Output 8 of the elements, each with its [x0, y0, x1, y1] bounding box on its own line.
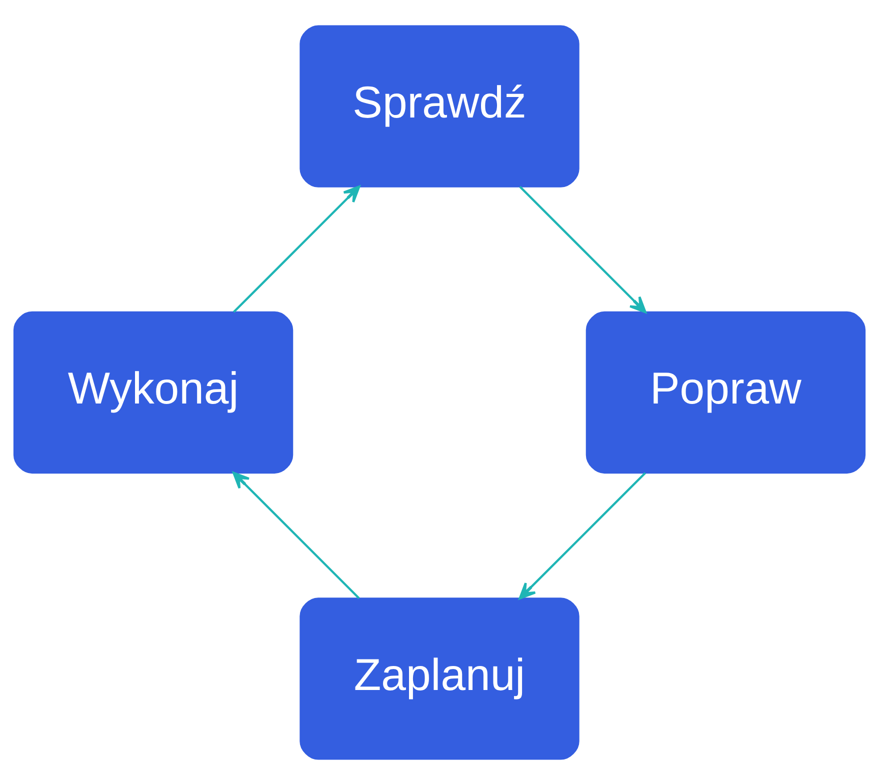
node-box: Sprawdź: [300, 24, 580, 187]
node-box: Popraw: [586, 310, 866, 474]
node-box: Wykonaj: [13, 310, 294, 474]
arrow: [518, 472, 646, 599]
arrow: [232, 185, 360, 312]
node-box: Zaplanuj: [300, 597, 580, 760]
arrow: [519, 185, 646, 313]
arrow: [232, 471, 360, 599]
